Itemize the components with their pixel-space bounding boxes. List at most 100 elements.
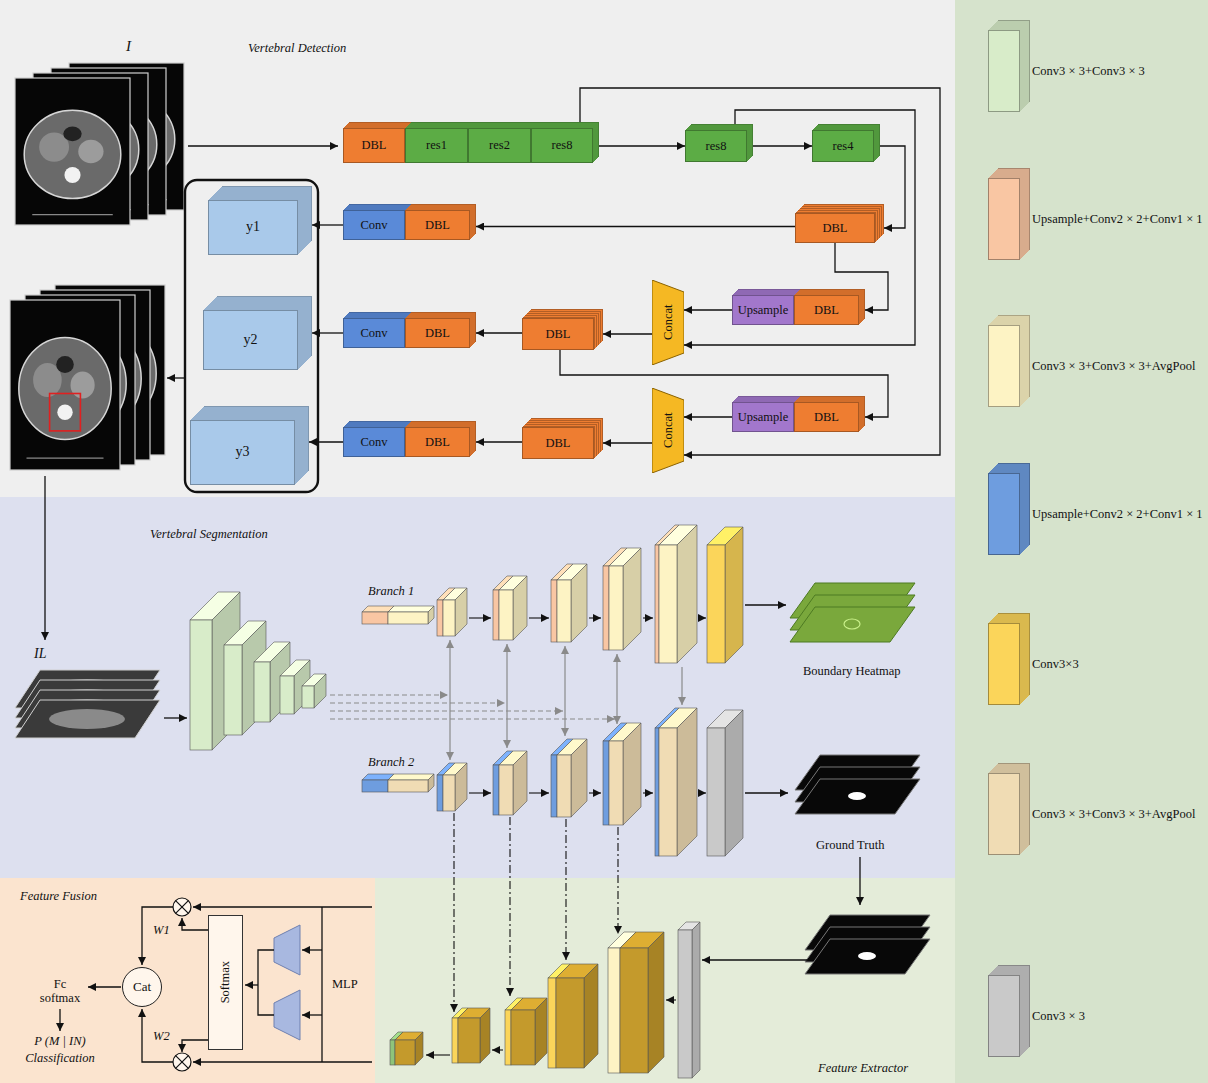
block-label: DBL: [425, 435, 450, 449]
ct-organ: [71, 351, 89, 368]
block-label: y2: [244, 332, 258, 348]
label-holder: I: [126, 38, 131, 55]
res-block: res8: [531, 128, 593, 163]
block-label: Conv: [360, 435, 387, 449]
extractor-block: [452, 1008, 468, 1018]
decoder-block: [571, 739, 587, 817]
label-holder: Ground Truth: [816, 838, 884, 852]
arrow-line: [182, 918, 208, 930]
decoder-block: [437, 600, 443, 636]
ct-body: [78, 95, 175, 183]
connector-arrow: [684, 309, 732, 310]
encoder-block: [242, 621, 266, 735]
block-label: DBL: [814, 303, 839, 317]
label-holder: W2: [153, 1029, 170, 1043]
label-holder: Classification: [8, 1051, 112, 1065]
extractor-block: [395, 1032, 403, 1065]
arrow-line: [426, 1054, 450, 1055]
extractor-block: [505, 998, 523, 1010]
ct-slice: [15, 680, 160, 718]
connector-arrow: [880, 146, 905, 228]
arrow-line: [258, 950, 274, 1015]
legend-row: Conv3 × 3: [1032, 975, 1204, 1057]
legend-text: Conv3 × 3+Conv3 × 3: [1032, 64, 1145, 79]
arrow-line: [182, 1040, 208, 1052]
ct-organ: [78, 348, 107, 382]
decoder-block: [659, 708, 679, 856]
ct-table: [57, 448, 134, 449]
ct-slice: [55, 285, 165, 455]
ct-organ: [114, 130, 139, 154]
ct-spine: [57, 405, 72, 420]
extractor-block: [692, 922, 700, 1078]
decoder-block: [707, 527, 743, 545]
dbl-block: DBL: [405, 210, 470, 240]
decoder-block: [571, 564, 587, 642]
encoder-block: [294, 660, 310, 714]
decoder-block: [603, 723, 627, 741]
arrow-line: [745, 604, 786, 605]
output-tensor: y1: [208, 200, 298, 255]
block-label: res4: [833, 139, 854, 153]
extractor-block: [620, 932, 636, 1073]
arrow-line: [492, 1049, 503, 1050]
encoder-block: [224, 621, 266, 645]
extractor-block: [608, 932, 636, 948]
mlp-shape: [274, 925, 300, 975]
panel-heading: Vertebral Detection: [248, 41, 346, 55]
legend-text: Conv3 × 3+Conv3 × 3+AvgPool: [1032, 807, 1195, 822]
ct-spine: [100, 157, 116, 173]
encoder-block: [190, 592, 240, 620]
ct-body: [49, 699, 125, 719]
arrow-line: [859, 857, 860, 905]
conv-block: Conv: [343, 318, 405, 348]
arrow-line: [529, 617, 549, 618]
decoder-block: [443, 588, 455, 636]
arrow-line: [745, 792, 788, 793]
ct-organ: [96, 135, 121, 159]
boundary-mark: [844, 619, 860, 629]
connector-arrow: [580, 88, 940, 455]
decoder-block: [655, 708, 679, 728]
arrow-line: [302, 949, 322, 950]
detection-panel: Vertebral DetectionDBLres1res2res8res8re…: [0, 0, 955, 497]
branch-input: [362, 606, 394, 612]
extractor-block: [535, 998, 547, 1065]
decoder-block: [707, 710, 743, 728]
branch-input: [388, 774, 434, 780]
block-label: Conv: [360, 218, 387, 232]
branch-input: [362, 612, 388, 624]
dbl-block: DBL: [405, 427, 470, 457]
figure-label: I: [126, 38, 131, 55]
feature-tap: [509, 817, 510, 996]
conv-block: Conv: [343, 210, 405, 240]
ct-table: [86, 199, 167, 200]
ct-organ: [71, 371, 95, 398]
block-label: y1: [246, 219, 260, 235]
branch-input: [362, 780, 388, 792]
ct-organ: [81, 122, 99, 137]
arrow-line: [188, 145, 338, 146]
block-label: DBL: [425, 326, 450, 340]
decoder-block: [437, 763, 455, 775]
mask-slice: [795, 755, 920, 790]
encoder-block: [224, 645, 242, 735]
block-label: Softmax: [218, 961, 232, 1003]
connector-arrow: [312, 224, 343, 225]
output-tensor: y2: [203, 310, 298, 370]
encoder-block: [314, 674, 326, 708]
decoder-block: [725, 710, 743, 856]
arrow-line: [142, 1009, 173, 1062]
ct-table: [27, 458, 104, 459]
extractor-block: [395, 1032, 423, 1040]
decoder-block: [493, 590, 499, 640]
arrow-line: [589, 792, 601, 793]
encoder-block: [302, 686, 314, 708]
decoder-block: [557, 739, 587, 755]
figure-label: W1: [153, 923, 170, 937]
legend-cube: [988, 773, 1020, 855]
block-label: Upsample: [738, 410, 789, 424]
decoder-block: [609, 566, 623, 650]
decoder-block: [707, 545, 725, 663]
encoder-block: [280, 676, 294, 714]
